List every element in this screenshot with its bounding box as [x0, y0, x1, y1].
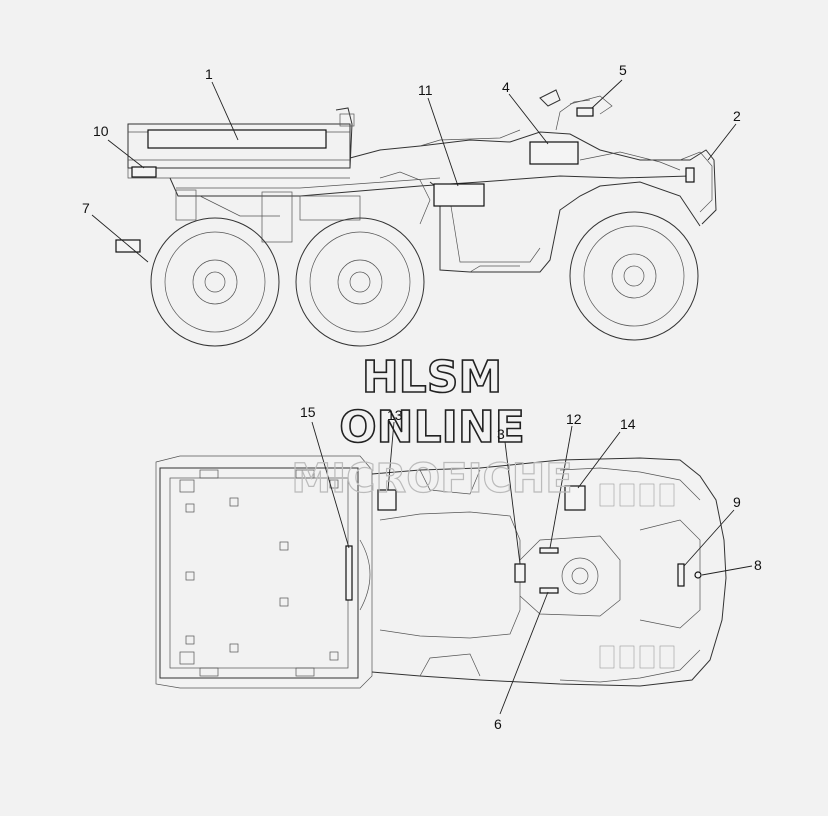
callout-14: 14 — [620, 416, 636, 432]
decal-7 — [115, 239, 141, 253]
watermark: HLSM ONLINE MICROFICHE — [291, 351, 573, 502]
decal-3 — [514, 563, 526, 583]
decal-1 — [147, 129, 327, 149]
decal-9 — [677, 563, 685, 587]
decal-6 — [539, 587, 559, 594]
callout-8: 8 — [754, 557, 762, 573]
callout-5: 5 — [619, 62, 627, 78]
callout-15: 15 — [300, 404, 316, 420]
side-rear-wheel-1 — [150, 217, 280, 347]
side-view-leaders — [91, 79, 737, 263]
callout-12: 12 — [566, 411, 582, 427]
callout-6: 6 — [494, 716, 502, 732]
top-view-decals — [345, 485, 702, 601]
watermark-line2: ONLINE — [339, 402, 525, 453]
decal-10 — [131, 166, 157, 178]
side-rear-wheel-2 — [295, 217, 425, 347]
callout-10: 10 — [93, 123, 109, 139]
decal-15 — [345, 545, 353, 601]
watermark-line3: MICROFICHE — [291, 456, 572, 502]
watermark-line1: HLSM — [362, 352, 502, 403]
callout-9: 9 — [733, 494, 741, 510]
callout-labels: 1 2 3 4 5 6 7 8 9 10 11 12 13 14 15 — [82, 62, 762, 732]
decal-11 — [433, 183, 485, 207]
callout-11: 11 — [418, 82, 433, 98]
callout-7: 7 — [82, 200, 90, 216]
decal-12-a — [539, 547, 559, 554]
decal-13 — [377, 489, 397, 511]
side-view-vehicle — [127, 89, 717, 347]
callout-13: 13 — [387, 407, 403, 423]
decal-4 — [529, 141, 579, 165]
decal-8 — [694, 571, 702, 579]
callout-1: 1 — [205, 66, 213, 82]
side-front-wheel — [569, 211, 699, 341]
side-view-decals — [115, 107, 695, 253]
decal-2 — [685, 167, 695, 183]
side-body — [349, 89, 717, 273]
top-view-vehicle — [155, 455, 727, 689]
callout-2: 2 — [733, 108, 741, 124]
top-body — [359, 457, 727, 687]
decal-14 — [564, 485, 586, 511]
top-view-leaders — [311, 421, 753, 715]
callout-4: 4 — [502, 79, 510, 95]
decal-5 — [576, 107, 594, 117]
callout-3: 3 — [497, 426, 505, 442]
